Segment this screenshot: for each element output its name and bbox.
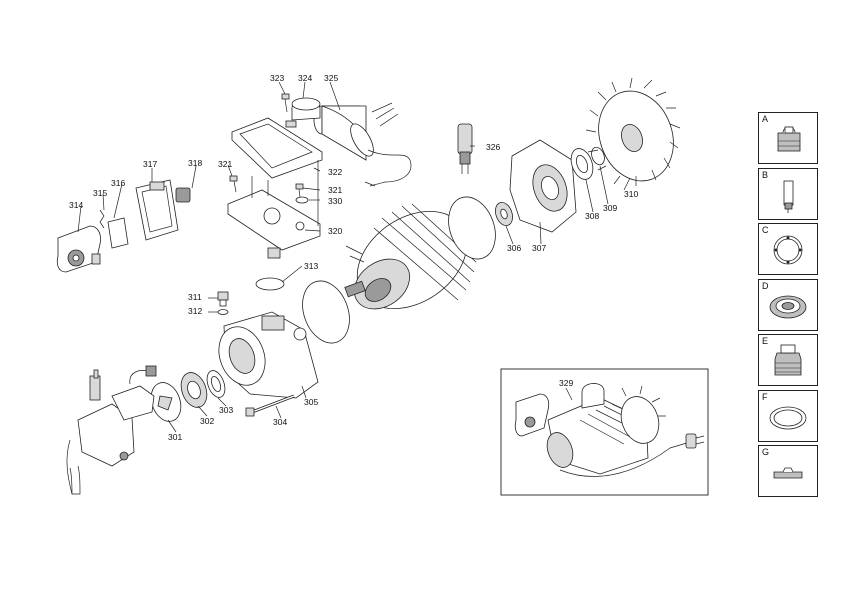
capacitor (313, 105, 412, 187)
impeller-kit-icon (774, 344, 802, 376)
mechanical-seal-kit-icon (769, 295, 807, 319)
washer-312 (217, 309, 229, 315)
cable-318 (175, 187, 268, 264)
end-shield-307 (509, 139, 577, 233)
label-307: 307 (532, 243, 546, 253)
label-325: 325 (324, 73, 338, 83)
label-321a: 321 (218, 159, 232, 169)
seal-308 (570, 148, 594, 180)
pressure-switch-kit-icon (777, 126, 801, 152)
valve-assembly (66, 365, 157, 495)
key-letter-f: F (762, 392, 768, 402)
power-cord (371, 65, 473, 174)
label-324: 324 (298, 73, 312, 83)
label-305: 305 (304, 397, 318, 407)
key-box-d: D (758, 279, 818, 331)
spring-315 (99, 209, 105, 229)
label-316: 316 (111, 178, 125, 188)
key-letter-e: E (762, 336, 769, 346)
key-letter-d: D (762, 281, 769, 291)
o-ring-kit-icon (773, 235, 803, 265)
bolt-304 (245, 394, 295, 417)
label-306: 306 (507, 243, 521, 253)
label-315: 315 (93, 188, 107, 198)
gasket-kit-icon (769, 406, 807, 430)
label-303: 303 (219, 405, 233, 415)
part-labels: 323 324 325 326 322 321 330 320 313 311 … (69, 73, 638, 442)
washer-330 (295, 196, 309, 204)
switch-316 (107, 217, 129, 249)
label-322: 322 (328, 167, 342, 177)
stator-winding (344, 203, 477, 310)
leader-lines (77, 81, 631, 433)
label-329: 329 (559, 378, 573, 388)
pump-housing (218, 311, 319, 399)
key-letter-a: A (762, 114, 769, 124)
mounting-bracket (227, 117, 323, 259)
switch-cover (56, 225, 101, 273)
clip-kit-icon (773, 467, 803, 479)
assembled-view-inset: 329 (500, 368, 709, 496)
key-letter-c: C (762, 225, 769, 235)
label-326: 326 (486, 142, 500, 152)
key-box-a: A (758, 112, 818, 164)
label-323: 323 (270, 73, 284, 83)
label-314: 314 (69, 200, 83, 210)
screw-321a (229, 175, 238, 193)
pump-o-ring (302, 280, 350, 344)
capacitor-kit-icon (783, 180, 794, 213)
switch-housing (135, 179, 179, 241)
capacitor-clamp (285, 97, 321, 128)
screw-323 (281, 93, 290, 113)
key-box-e: E (758, 334, 818, 386)
key-box-b: B (758, 168, 818, 220)
label-317: 317 (143, 159, 157, 169)
seal-303 (206, 370, 226, 398)
large-o-ring (448, 196, 496, 260)
key-letter-g: G (762, 447, 770, 457)
label-318: 318 (188, 158, 202, 168)
label-309: 309 (603, 203, 617, 213)
key-box-f: F (758, 390, 818, 442)
label-320: 320 (328, 226, 342, 236)
label-302: 302 (200, 416, 214, 426)
label-308: 308 (585, 211, 599, 221)
screw-321b (295, 183, 304, 198)
bearing-302 (180, 372, 208, 408)
label-321b: 321 (328, 185, 342, 195)
label-313: 313 (304, 261, 318, 271)
label-311: 311 (188, 292, 202, 302)
label-301: 301 (168, 432, 182, 442)
key-box-g: G (758, 445, 818, 497)
key-box-c: C (758, 223, 818, 275)
label-330: 330 (328, 196, 342, 206)
key-letter-b: B (762, 170, 769, 180)
bearing-306 (495, 201, 513, 227)
label-304: 304 (273, 417, 287, 427)
label-312: 312 (188, 306, 202, 316)
plug-311 (217, 291, 229, 307)
ring-309 (591, 146, 605, 166)
o-ring-313 (255, 277, 285, 291)
fan-310 (585, 77, 681, 186)
label-310: 310 (624, 189, 638, 199)
